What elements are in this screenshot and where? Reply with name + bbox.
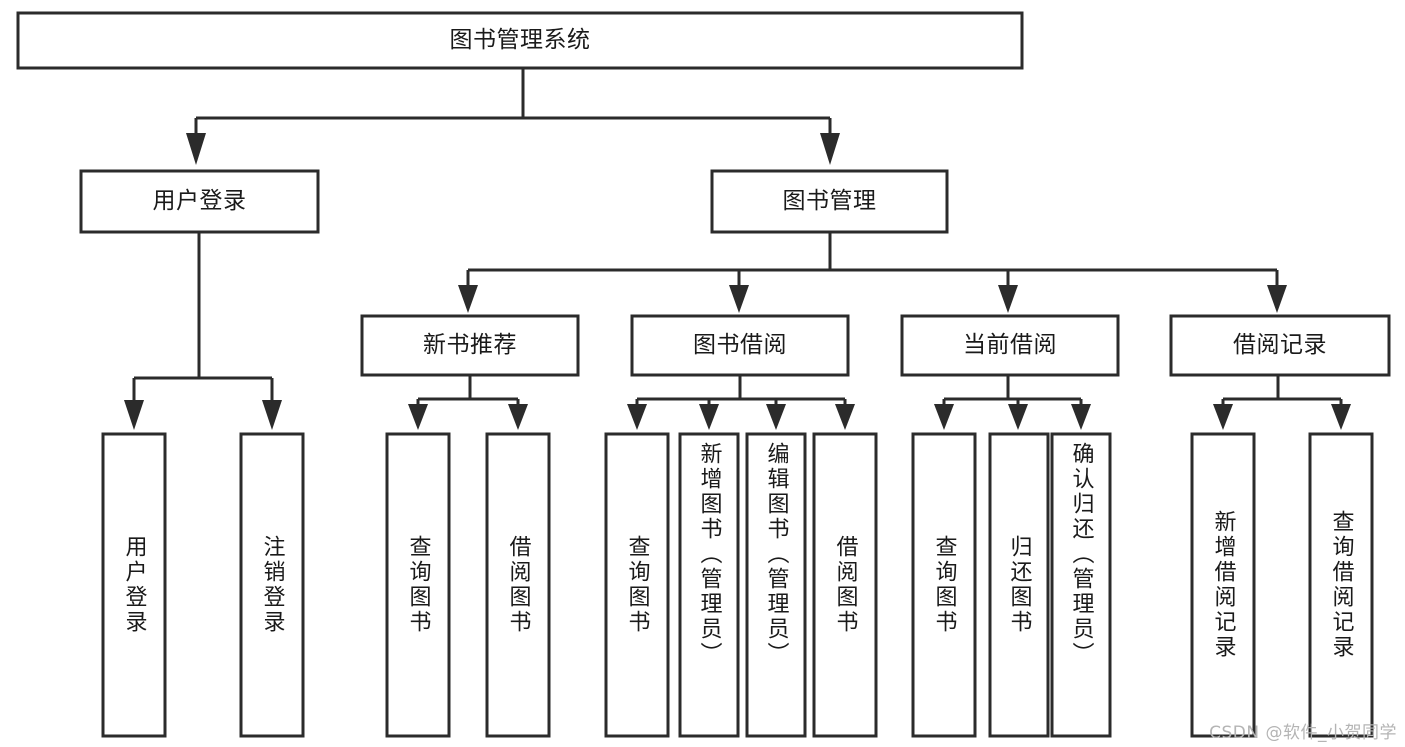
arrow-head-leaf-query-book-rec: [408, 404, 428, 430]
node-box-leaf-logout[interactable]: [239, 432, 305, 738]
arrow-head-new-book-recommend: [458, 285, 478, 313]
arrow-head-leaf-add-book: [699, 404, 719, 430]
arrow-head-user-login: [186, 133, 206, 165]
node-box-leaf-borrow-book[interactable]: [812, 432, 878, 738]
arrow-head-leaf-query-borrow-record: [1331, 404, 1351, 430]
arrow-head-leaf-borrow-book-rec: [508, 404, 528, 430]
node-box-new-book-recommend[interactable]: [360, 314, 580, 377]
node-box-book-management[interactable]: [710, 169, 949, 234]
node-box-leaf-user-login[interactable]: [101, 432, 167, 738]
arrow-head-current-borrow: [998, 285, 1018, 313]
node-box-leaf-query-book-borrow[interactable]: [604, 432, 670, 738]
node-box-leaf-return-book[interactable]: [988, 432, 1050, 738]
watermark-text: CSDN @软件_小贺同学: [1209, 723, 1397, 743]
arrow-head-book-borrow: [729, 285, 749, 313]
arrow-head-leaf-edit-book: [766, 404, 786, 430]
node-box-user-login[interactable]: [79, 169, 320, 234]
arrow-head-leaf-logout: [262, 400, 282, 430]
arrow-head-leaf-query-book-borrow: [627, 404, 647, 430]
node-box-leaf-query-book-rec[interactable]: [385, 432, 451, 738]
arrow-head-leaf-return-book: [1008, 404, 1028, 430]
arrow-head-leaf-borrow-book: [835, 404, 855, 430]
node-box-leaf-confirm-return[interactable]: [1050, 432, 1112, 738]
node-box-leaf-query-book-current[interactable]: [911, 432, 977, 738]
arrow-head-borrow-record: [1267, 285, 1287, 313]
arrow-head-leaf-query-book-current: [934, 404, 954, 430]
node-box-root[interactable]: [16, 11, 1024, 70]
node-box-leaf-borrow-book-rec[interactable]: [485, 432, 551, 738]
arrow-head-leaf-add-borrow-record: [1213, 404, 1233, 430]
arrow-head-leaf-user-login: [124, 400, 144, 430]
node-box-current-borrow[interactable]: [900, 314, 1120, 377]
node-box-leaf-edit-book[interactable]: [745, 432, 807, 738]
arrow-head-leaf-confirm-return: [1071, 404, 1091, 430]
node-box-borrow-record[interactable]: [1169, 314, 1391, 377]
node-box-book-borrow[interactable]: [630, 314, 850, 377]
arrow-head-book-management: [820, 133, 840, 165]
node-box-leaf-add-borrow-record[interactable]: [1190, 432, 1256, 738]
node-box-leaf-query-borrow-record[interactable]: [1308, 432, 1374, 738]
node-box-leaf-add-book[interactable]: [678, 432, 740, 738]
